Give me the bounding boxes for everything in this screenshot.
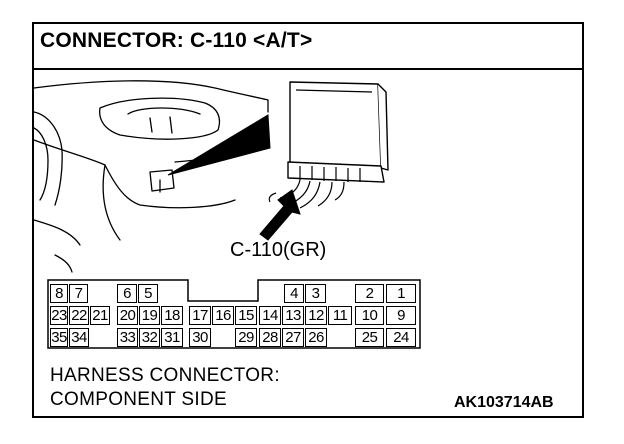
- connector-pin: 16: [212, 306, 234, 325]
- connector-pin: 32: [139, 328, 160, 347]
- connector-shell: [47, 279, 421, 349]
- connector-pin: 18: [161, 306, 183, 325]
- instrument-hood: [99, 97, 221, 140]
- connector-pin: 4: [284, 284, 304, 303]
- connector-pin: 33: [117, 328, 138, 347]
- connector-pin: 35: [50, 328, 68, 347]
- connector-callout-label: C-110(GR): [230, 239, 327, 261]
- connector-pin: 19: [139, 306, 160, 325]
- connector-pin: 15: [235, 306, 257, 325]
- connector-pin: 20: [117, 306, 138, 325]
- connector-pin: 9: [386, 306, 416, 325]
- pointer-arrow: [259, 189, 301, 241]
- connector-pin: 27: [282, 328, 304, 347]
- steering-wheel: [33, 111, 63, 206]
- connector-pin: 13: [282, 306, 304, 325]
- connector-pin: 3: [305, 284, 326, 303]
- connector-pin: 31: [161, 328, 183, 347]
- connector-pin: 8: [50, 284, 68, 303]
- connector-pin: 25: [355, 328, 384, 347]
- figure-code: AK103714AB: [454, 394, 554, 411]
- harness-connector-label: HARNESS CONNECTOR:: [50, 365, 280, 386]
- component-side-label: COMPONENT SIDE: [50, 389, 227, 410]
- connector-pin: 17: [189, 306, 211, 325]
- connector-pin: 29: [235, 328, 257, 347]
- connector-location-box: [149, 169, 175, 192]
- connector-pin: 26: [305, 328, 327, 347]
- connector-pin: 21: [90, 306, 110, 325]
- connector-pin: 6: [117, 284, 137, 303]
- connector-pin: 14: [259, 306, 281, 325]
- connector-pin: 24: [386, 328, 416, 347]
- connector-pin: 30: [189, 328, 211, 347]
- connector-pin: 5: [138, 284, 158, 303]
- connector-pin: 23: [50, 306, 68, 325]
- connector-title: CONNECTOR: C-110 <A/T>: [40, 29, 313, 52]
- title-divider: [32, 68, 584, 70]
- dashboard-lower-edge: [33, 139, 236, 209]
- zoom-wedge: [167, 114, 271, 176]
- connector-pin: 7: [69, 284, 88, 303]
- control-unit-box: [289, 81, 382, 169]
- dashboard-outline: [33, 80, 269, 113]
- connector-pin: 12: [305, 306, 327, 325]
- connector-pin: 22: [69, 306, 89, 325]
- connector-pin: 10: [355, 306, 384, 325]
- connector-pin: 1: [386, 284, 416, 303]
- connector-pin: 28: [259, 328, 281, 347]
- connector-pin: 2: [355, 284, 384, 303]
- connector-pin: 11: [328, 306, 352, 325]
- connector-pin: 34: [69, 328, 89, 347]
